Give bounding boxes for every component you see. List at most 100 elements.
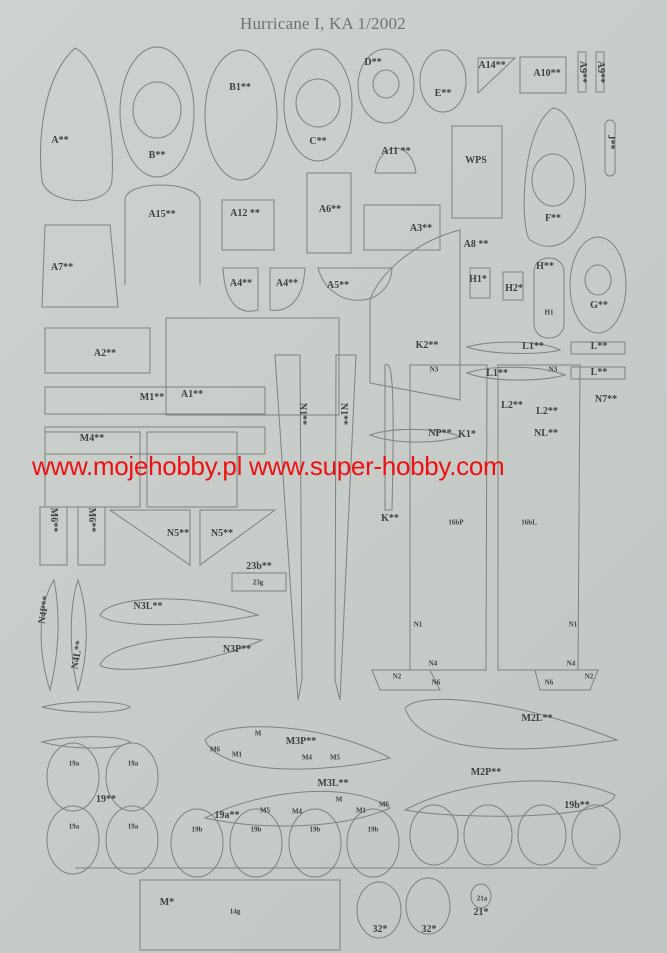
part-label: M4 xyxy=(301,753,313,762)
part-label: 21a xyxy=(476,894,488,903)
part-label: L** xyxy=(590,367,608,378)
part-label: N4 xyxy=(566,659,576,668)
part-label: 14g xyxy=(229,907,241,916)
part-label: M5 xyxy=(259,806,271,815)
part-label: 19b xyxy=(191,825,203,834)
part-label: B1** xyxy=(229,82,251,93)
part-label: 23b** xyxy=(246,561,272,572)
part-label: A9** xyxy=(595,60,606,84)
part-label: 19a xyxy=(68,822,80,831)
part-label: N2 xyxy=(584,672,594,681)
part-label: H1 xyxy=(544,308,554,317)
part-label: A12 ** xyxy=(230,208,260,219)
part-label: M xyxy=(254,729,262,738)
part-label: M2L** xyxy=(521,713,553,724)
part-label: J** xyxy=(605,134,616,150)
part-label: M xyxy=(335,795,343,804)
part-label: A2** xyxy=(93,348,117,359)
part-label: N6 xyxy=(544,678,554,687)
part-label: N1 xyxy=(568,620,578,629)
part-label: D** xyxy=(364,57,382,68)
part-label: A7** xyxy=(50,262,74,273)
part-label: M2P** xyxy=(470,767,502,778)
part-label: N1** xyxy=(338,402,349,426)
part-label: 21* xyxy=(473,907,489,918)
part-label: A4** xyxy=(229,278,253,289)
part-label: WPS xyxy=(465,155,487,166)
part-label: 32* xyxy=(372,924,388,935)
sheet-title: Hurricane I, KA 1/2002 xyxy=(240,14,406,33)
part-label: L2** xyxy=(501,400,523,411)
part-label: F** xyxy=(544,213,562,224)
part-label: 19a** xyxy=(214,810,240,821)
part-label: M1 xyxy=(231,750,243,759)
part-label: A10** xyxy=(533,68,561,79)
part-label: M* xyxy=(159,897,175,908)
part-label: 16bL xyxy=(521,518,537,527)
part-label: M6 xyxy=(378,800,390,809)
part-label: C** xyxy=(309,136,327,147)
part-label: A1** xyxy=(180,389,204,400)
part-label: A6** xyxy=(318,204,342,215)
part-label: 19b xyxy=(250,825,262,834)
part-label: 19a xyxy=(127,822,139,831)
part-label: A14** xyxy=(478,60,506,71)
part-label: E** xyxy=(434,88,452,99)
part-label: N1 xyxy=(413,620,423,629)
part-label: A** xyxy=(51,135,69,146)
part-label: M4** xyxy=(79,433,105,444)
part-label: A8 ** xyxy=(463,239,489,250)
part-label: A5** xyxy=(326,280,350,291)
part-label: L1** xyxy=(486,368,508,379)
part-label: M1 xyxy=(355,806,367,815)
part-label: H1* xyxy=(469,274,487,285)
part-label: 19b xyxy=(309,825,321,834)
part-label: M6 xyxy=(209,745,221,754)
part-label: A15** xyxy=(148,209,176,220)
part-label: 32* xyxy=(421,924,437,935)
part-label: B** xyxy=(148,150,166,161)
part-label: N3P** xyxy=(222,644,252,655)
part-label: M5 xyxy=(329,753,341,762)
part-label: A3** xyxy=(409,223,433,234)
part-label: K2** xyxy=(415,340,439,351)
part-label: L2** xyxy=(536,406,558,417)
part-label: 19b** xyxy=(564,800,590,811)
part-label: L** xyxy=(590,341,608,352)
part-label: 19** xyxy=(96,794,116,805)
part-label: N3 xyxy=(548,365,558,374)
part-label: K1* xyxy=(458,429,476,440)
part-label: M3P** xyxy=(285,736,317,747)
part-label: K** xyxy=(381,513,399,524)
part-label: G** xyxy=(590,300,608,311)
part-label: 19b xyxy=(367,825,379,834)
part-label: A9** xyxy=(577,60,588,84)
part-label: 19a xyxy=(68,759,80,768)
part-label: 16bP xyxy=(448,518,464,527)
part-label: N3 xyxy=(429,365,439,374)
part-label: H2* xyxy=(505,283,523,294)
part-label: NL** xyxy=(534,428,558,439)
part-label: M6** xyxy=(86,507,97,533)
part-label: N2 xyxy=(392,672,402,681)
part-label: A4** xyxy=(275,278,299,289)
part-label: L1** xyxy=(522,341,544,352)
part-label: N6 xyxy=(431,678,441,687)
part-label: N1** xyxy=(297,402,308,426)
part-label: M3L** xyxy=(317,778,349,789)
part-label: N4 xyxy=(428,659,438,668)
part-label: N5** xyxy=(166,528,190,539)
part-label: N7** xyxy=(594,394,618,405)
part-label: 19a xyxy=(127,759,139,768)
part-label: N3L** xyxy=(133,601,163,612)
part-label: NP** xyxy=(428,428,452,439)
part-label: H** xyxy=(536,261,554,272)
part-label: 23g xyxy=(252,578,264,587)
part-label: M6** xyxy=(48,507,59,533)
part-label: N5** xyxy=(210,528,234,539)
part-label: A11 ** xyxy=(381,146,411,157)
part-label: M1** xyxy=(139,392,165,403)
part-label: M4 xyxy=(291,807,303,816)
